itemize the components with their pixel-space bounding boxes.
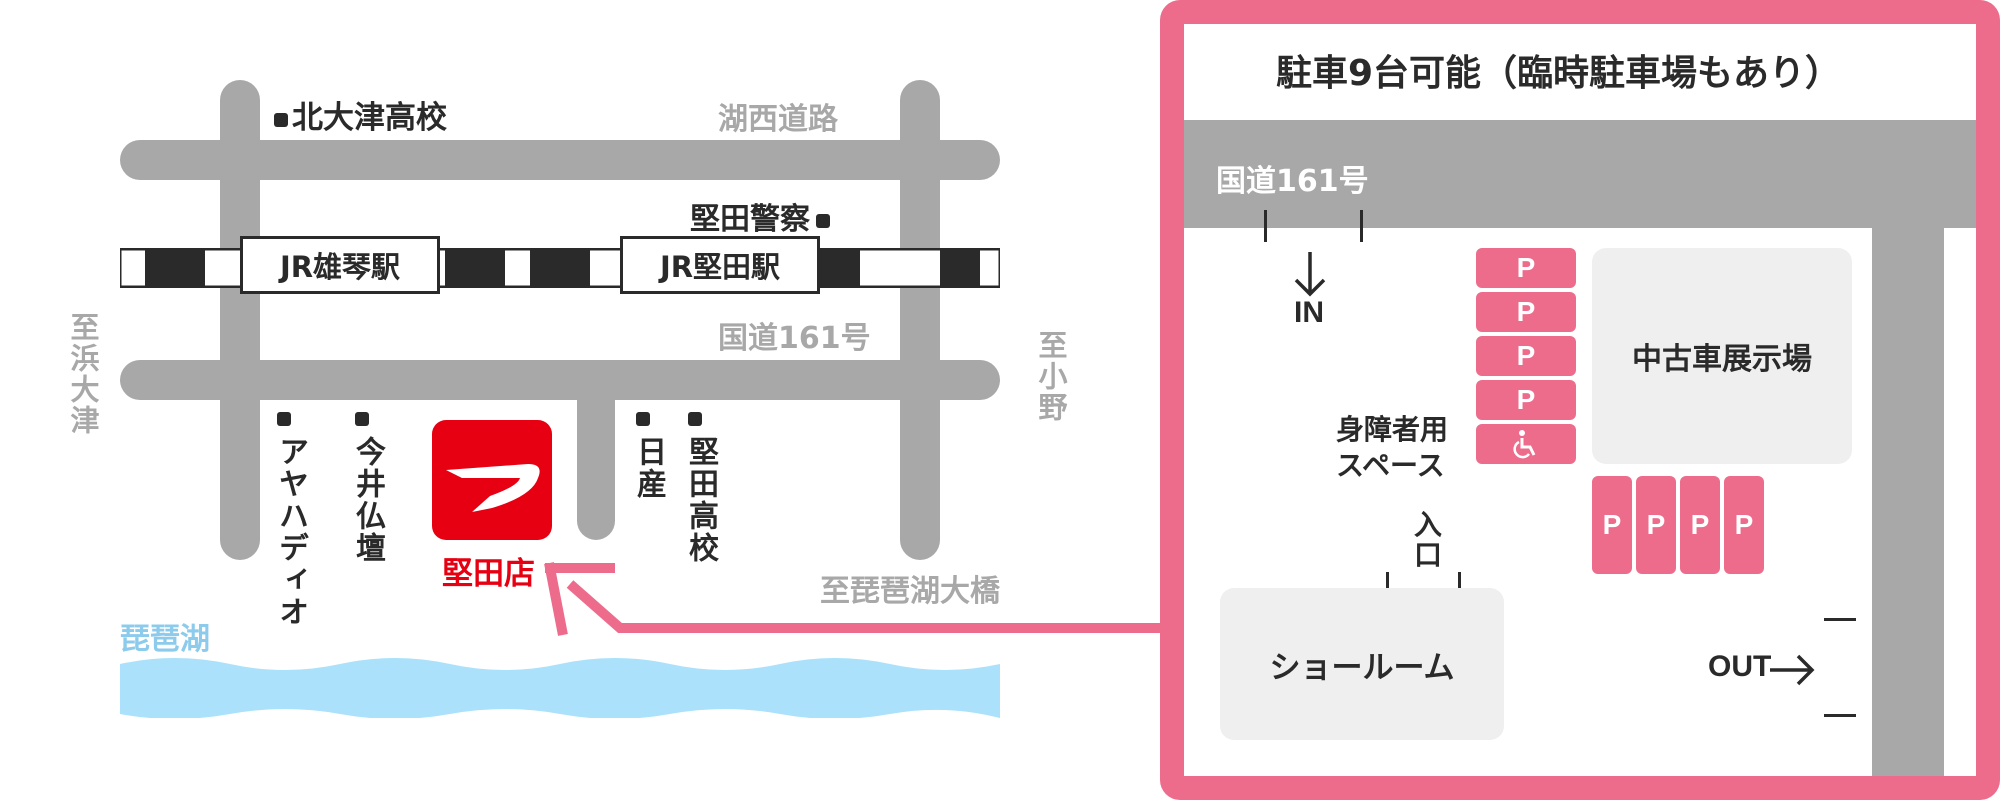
parking-side-road (1872, 228, 1944, 776)
landmark-dot (355, 412, 369, 426)
parking-space: P (1724, 476, 1764, 574)
showroom-area: ショールーム (1220, 588, 1504, 740)
parking-title: 駐車9台可能（臨時駐車場もあり） (1276, 53, 1842, 94)
label-kosei-road: 湖西道路 (718, 102, 838, 137)
in-gate-left (1264, 210, 1267, 242)
label-to-biwako-bridge: 至琵琶湖大橋 (820, 574, 1000, 609)
road-vertical-left (220, 80, 260, 560)
arrow-down-icon (1294, 252, 1326, 297)
daihatsu-logo-icon (446, 464, 540, 512)
entrance-mark-left (1386, 572, 1389, 602)
station-jr-katata: JR堅田駅 (620, 236, 820, 294)
parking-road-161 (1184, 120, 1976, 228)
label-kita-otsu-hs: 北大津高校 (274, 92, 447, 137)
road-vertical-middle (577, 380, 615, 540)
parking-space: P (1476, 292, 1576, 332)
kosei-road (120, 140, 1000, 180)
lake-biwako (120, 658, 1000, 718)
entrance-label: 入口 (1410, 510, 1443, 570)
landmark-dot (816, 213, 830, 228)
parking-space: P (1680, 476, 1720, 574)
landmark-dot (636, 412, 650, 426)
label-to-hamaotsu: 至浜大津 (66, 312, 100, 436)
accessible-label: 身障者用スペース (1336, 413, 1449, 482)
label-to-ono: 至小野 (1034, 330, 1068, 423)
arrow-right-icon (1770, 654, 1815, 686)
station-jr-ogoto: JR雄琴駅 (240, 236, 440, 294)
road-vertical-right (900, 80, 940, 560)
in-gate-right (1360, 210, 1363, 242)
pointer-arrow (544, 562, 1166, 636)
out-label: OUT (1708, 650, 1772, 683)
parking-space: P (1592, 476, 1632, 574)
store-marker[interactable] (432, 420, 552, 540)
parking-panel: 駐車9台可能（臨時駐車場もあり） 国道161号 IN P P P P 身障者用ス… (1160, 0, 2000, 800)
label-biwako: 琵琶湖 (120, 622, 210, 657)
route161-road (120, 360, 1000, 400)
used-car-area: 中古車展示場 (1592, 248, 1852, 464)
label-imai-butsudan: 今井仏壇 (350, 436, 385, 564)
label-ayahadio: アヤハディオ (273, 436, 308, 628)
entrance-mark-right (1458, 572, 1461, 602)
wheelchair-icon (1513, 430, 1536, 459)
out-gate-bottom (1824, 714, 1856, 717)
label-nissan: 日産 (631, 436, 666, 500)
in-label: IN (1294, 296, 1324, 329)
landmark-dot (274, 112, 288, 127)
parking-road-label: 国道161号 (1216, 164, 1369, 199)
label-store: 堅田店 (442, 556, 535, 592)
landmark-dot (277, 412, 291, 426)
out-gate-top (1824, 618, 1856, 621)
label-katata-police: 堅田警察 (690, 194, 830, 238)
label-katata-hs: 堅田高校 (683, 436, 718, 564)
label-route161: 国道161号 (718, 321, 871, 356)
parking-space: P (1636, 476, 1676, 574)
parking-space: P (1476, 336, 1576, 376)
landmark-dot (688, 412, 702, 426)
parking-space: P (1476, 248, 1576, 288)
parking-space-accessible (1476, 424, 1576, 464)
parking-space: P (1476, 380, 1576, 420)
